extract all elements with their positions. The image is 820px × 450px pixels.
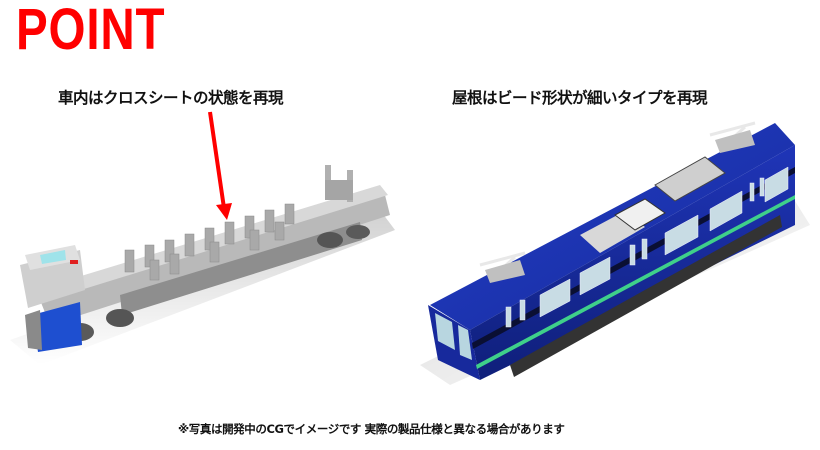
train-car-image bbox=[410, 115, 820, 390]
red-arrow-icon bbox=[208, 111, 232, 220]
caption-interior: 車内はクロスシートの状態を再現 bbox=[58, 89, 284, 107]
disclaimer-note: ※写真は開発中のCGでイメージです 実際の製品仕様と異なる場合があります bbox=[178, 422, 565, 436]
chassis-image bbox=[0, 150, 400, 370]
caption-roof: 屋根はビード形状が細いタイプを再現 bbox=[452, 89, 708, 107]
page-title: POINT bbox=[16, 0, 166, 62]
